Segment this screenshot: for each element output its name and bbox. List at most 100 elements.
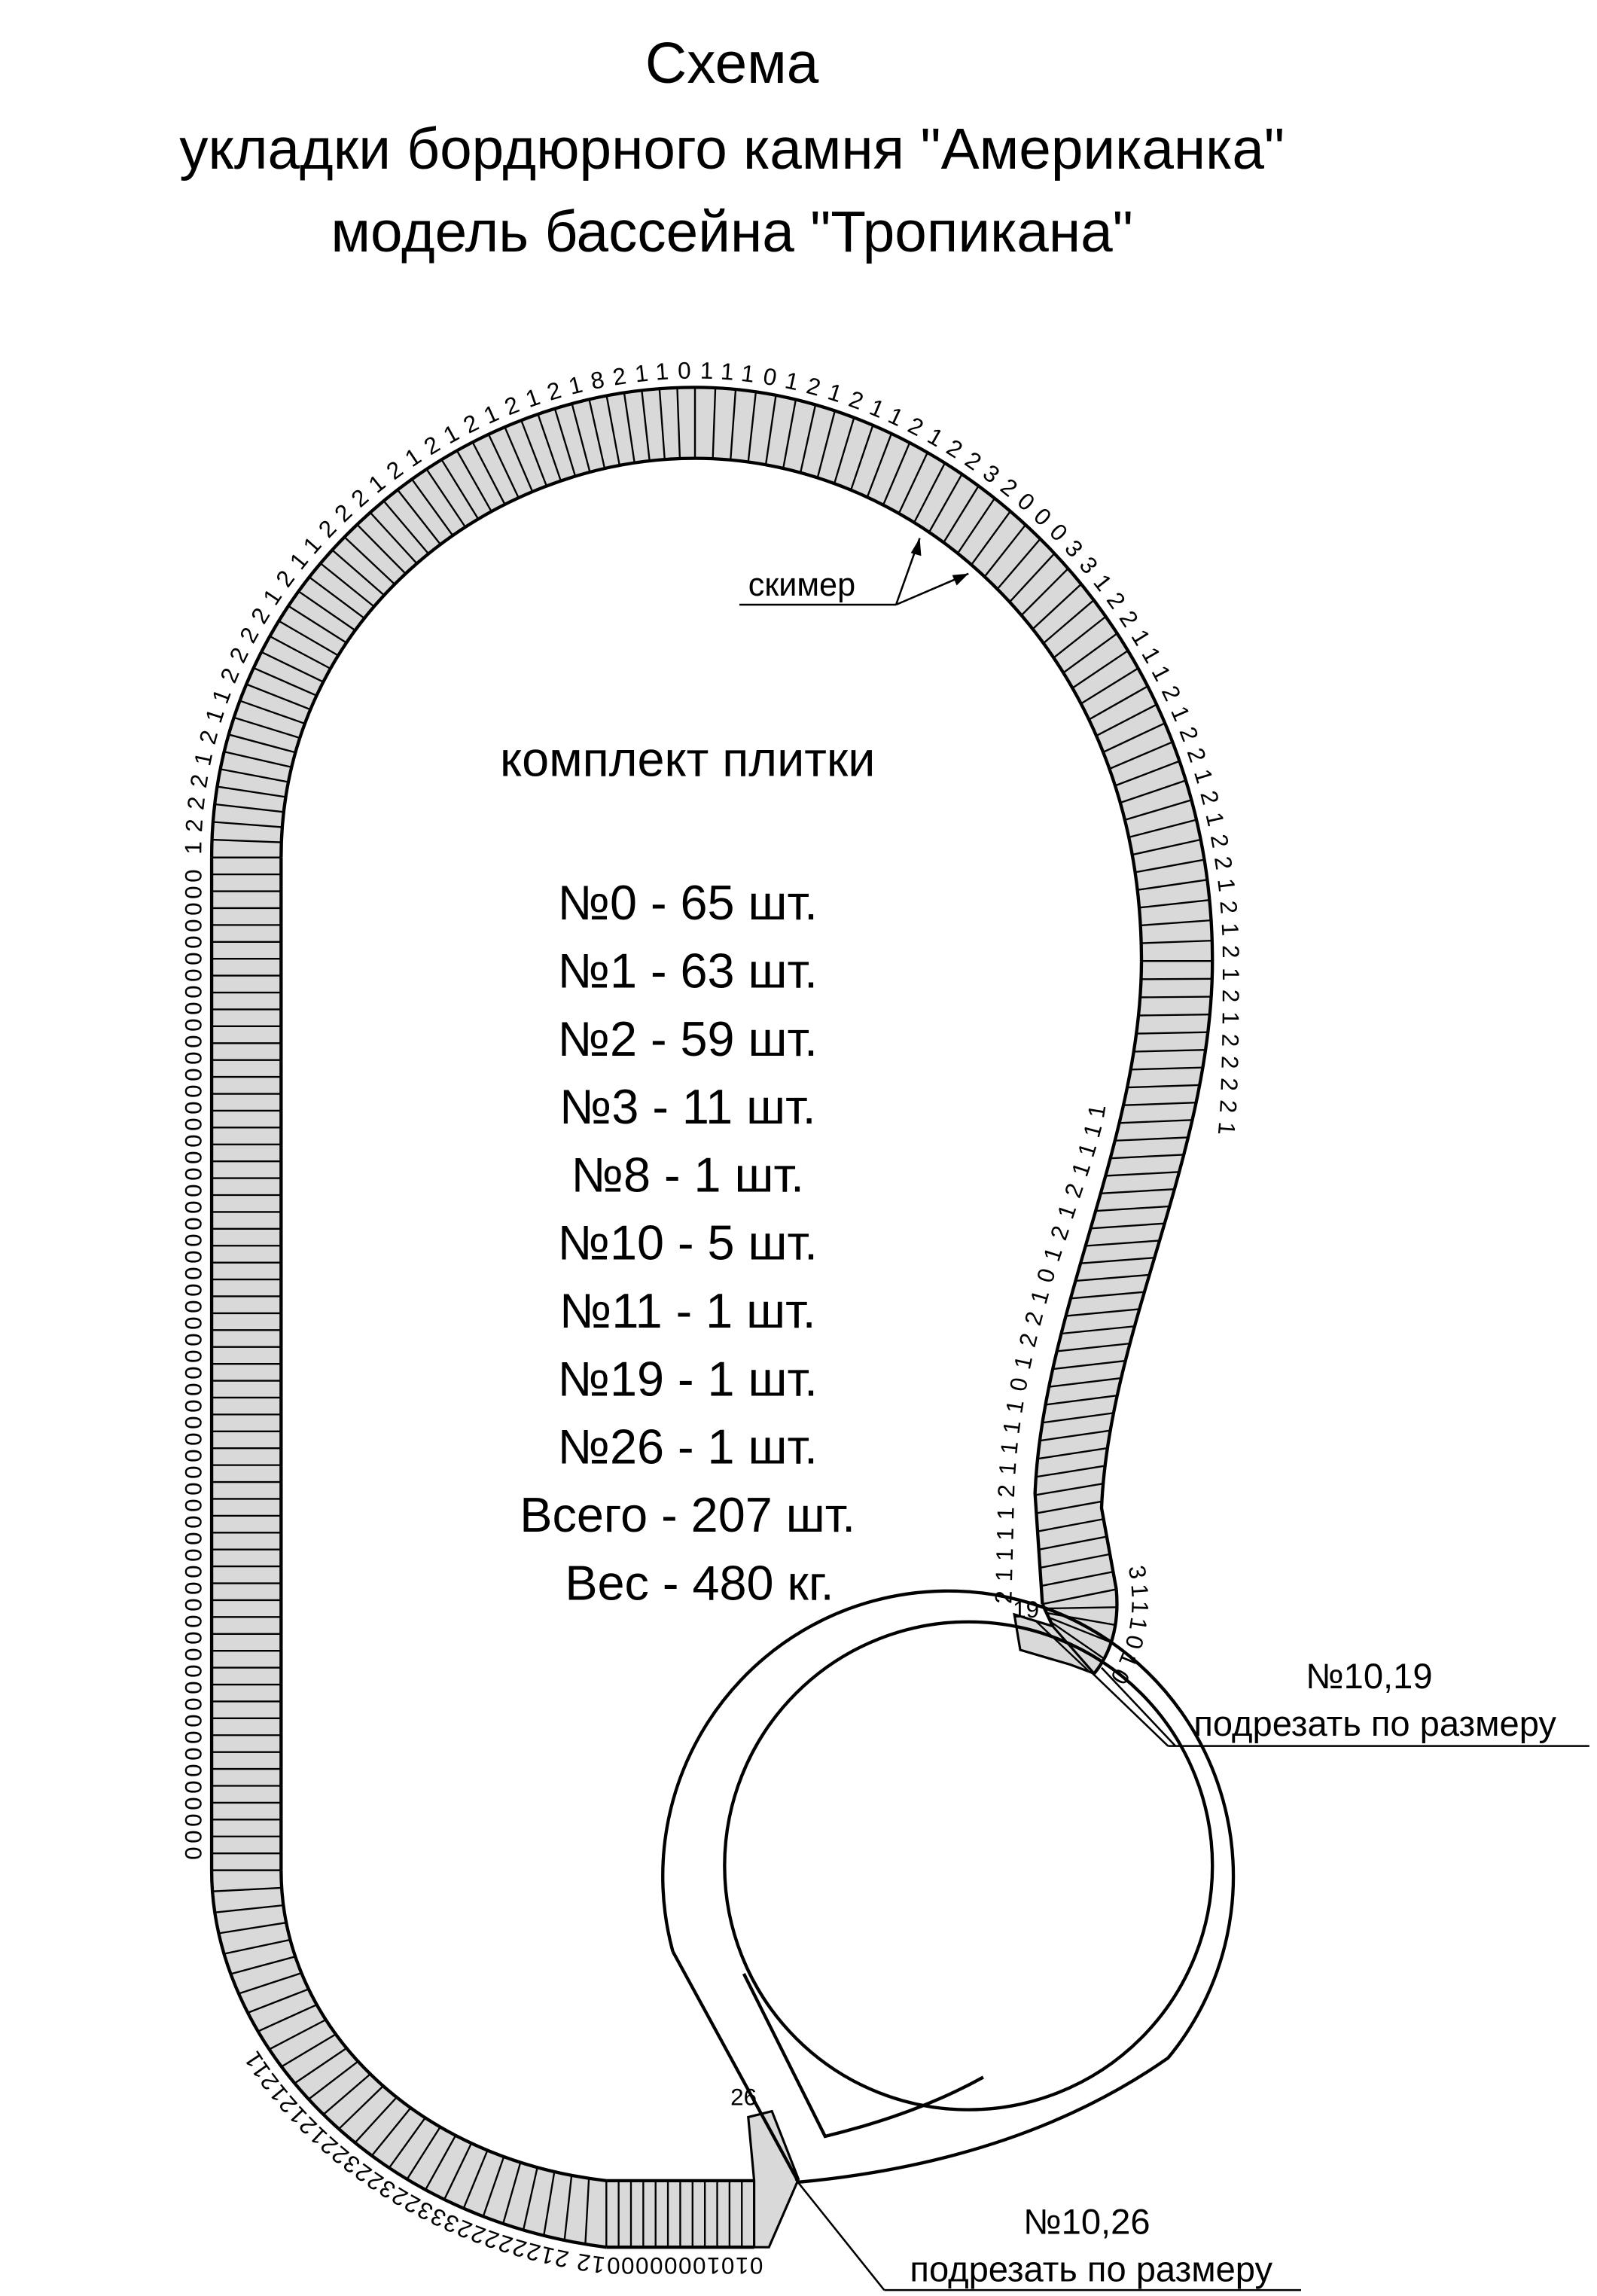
- tile-divider: [1038, 1535, 1108, 1550]
- cut1-text: подрезать по размеру: [1193, 1703, 1556, 1743]
- tile-divider: [1043, 599, 1095, 645]
- band-edge: [209, 386, 696, 858]
- tile-divider: [1035, 1465, 1105, 1478]
- tile-19-divider: [1034, 1619, 1090, 1672]
- band-edge: [1033, 961, 1144, 1605]
- tile-divider: [641, 390, 651, 462]
- tile-divider: [269, 635, 331, 669]
- tile-divider: [1032, 583, 1082, 630]
- band-top-left-arc: [209, 386, 696, 858]
- tile-divider: [1045, 1395, 1117, 1406]
- tile-divider: [1062, 633, 1118, 674]
- tile-divider: [956, 498, 996, 554]
- cut2-label: №10,26: [1023, 2202, 1150, 2242]
- tile-divider: [212, 838, 282, 843]
- tile-divider: [502, 2162, 522, 2224]
- skimmer-label: скимер: [748, 567, 855, 603]
- tile-divider: [297, 590, 356, 632]
- tile-divider: [730, 389, 737, 460]
- tile-divider: [1020, 568, 1069, 616]
- band-fill: [1042, 1589, 1117, 1674]
- tile-divider: [239, 700, 306, 725]
- kit-item: №0 - 65 шт.: [557, 875, 818, 930]
- tile-divider: [212, 1886, 282, 1892]
- tile-divider: [1088, 685, 1148, 721]
- tile-divider: [712, 388, 717, 459]
- band-edge: [1099, 961, 1215, 1590]
- tile-divider: [406, 2126, 441, 2180]
- band-edge: [695, 456, 1144, 962]
- tile-divider: [588, 399, 606, 469]
- band-fill: [212, 387, 696, 858]
- tile-divider: [943, 485, 980, 544]
- tile-divider: [388, 2117, 426, 2169]
- kit-list: №0 - 65 шт.№1 - 63 шт.№2 - 59 шт.№3 - 11…: [520, 875, 855, 1610]
- band-top-right-arc: [693, 386, 1215, 962]
- tile-divider: [319, 563, 375, 608]
- tile-divider: [356, 523, 407, 575]
- tile-divider: [522, 2166, 538, 2230]
- cut1-leader: [1089, 1669, 1169, 1747]
- tile-divider: [269, 2019, 327, 2051]
- band-edge: [279, 1870, 607, 2183]
- tile-divider: [288, 605, 347, 644]
- tile-divider: [230, 1956, 296, 1975]
- band-fill: [1035, 961, 1213, 1605]
- tile-divider: [1080, 667, 1139, 705]
- tile-divider: [462, 2150, 489, 2209]
- title-line-1: Схема: [645, 32, 819, 96]
- tile-divider: [571, 403, 591, 473]
- tile-divider: [504, 426, 534, 492]
- tile-divider: [1110, 1154, 1184, 1160]
- tile-divider: [1136, 1031, 1208, 1035]
- tile-divider: [456, 450, 492, 512]
- tile-divider: [218, 1922, 287, 1935]
- tile-divider: [1042, 1412, 1114, 1424]
- tile-divider: [1048, 1616, 1112, 1644]
- tile-divider: [1009, 553, 1056, 603]
- kit-item: №8 - 1 шт.: [571, 1147, 804, 1202]
- tile-divider: [245, 683, 311, 711]
- kit-item: №19 - 1 шт.: [557, 1351, 818, 1406]
- tile-divider: [1114, 760, 1180, 787]
- tile-divider: [543, 2171, 556, 2236]
- tile-divider: [220, 768, 289, 783]
- tile-divider: [1046, 1611, 1116, 1627]
- tile-divider: [1071, 650, 1129, 689]
- tile-divider: [238, 1972, 302, 1995]
- tile-divider: [882, 442, 911, 506]
- tile-divider: [1128, 819, 1197, 839]
- tile-divider: [471, 441, 506, 505]
- tile-divider: [425, 2135, 457, 2191]
- title-line-3: модель бассейна "Тропикана": [331, 200, 1132, 264]
- kit-heading: комплект плитки: [500, 732, 875, 787]
- tile-divider: [1119, 1119, 1193, 1124]
- tile-divider: [1096, 703, 1157, 737]
- tile-divider: [747, 392, 757, 462]
- tile-divider: [1133, 1049, 1206, 1053]
- tile-divider: [1108, 741, 1173, 770]
- tile-divider: [1105, 1171, 1180, 1177]
- tile-divider: [1100, 1188, 1175, 1194]
- tile-divider: [331, 549, 385, 596]
- band-right-descent: [1033, 959, 1215, 1605]
- tile-divider: [261, 651, 324, 683]
- tile-divider: [233, 716, 300, 739]
- band-edge: [695, 386, 1215, 962]
- tile-divider: [253, 666, 317, 697]
- tile-divider: [1035, 1482, 1104, 1496]
- band-edge: [209, 1870, 607, 2249]
- tile-divider: [584, 2178, 590, 2245]
- cut1-leader-2: [1101, 1666, 1177, 1747]
- tile-divider: [1041, 1571, 1114, 1587]
- tile-divider: [553, 408, 577, 477]
- tile-divider: [1127, 1084, 1200, 1089]
- tile-divider: [1053, 1359, 1126, 1371]
- tile-divider: [898, 452, 928, 514]
- tile-divider: [215, 1904, 284, 1913]
- tile-divider: [1138, 899, 1210, 909]
- tile-divider: [1042, 1588, 1117, 1605]
- kit-item: №2 - 59 шт.: [557, 1011, 818, 1066]
- inner-circle-outline: [723, 1620, 1215, 2112]
